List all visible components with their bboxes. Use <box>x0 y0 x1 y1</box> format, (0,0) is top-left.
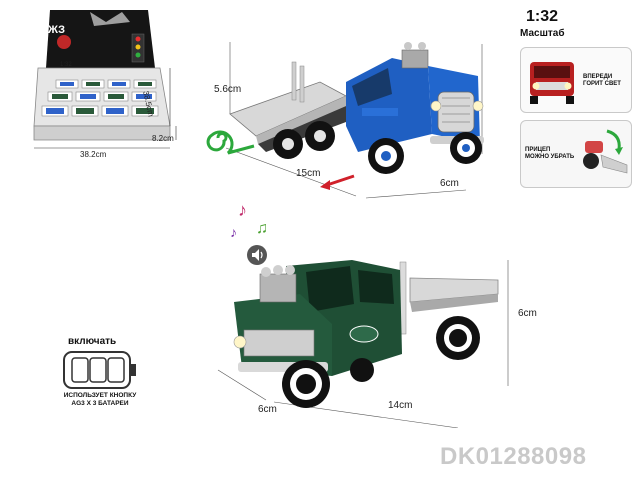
battery-icon <box>63 351 136 389</box>
green-truck-length: 14cm <box>388 400 413 411</box>
display-box-side-label: 1:32 <box>60 62 72 68</box>
battery-title: включать <box>68 336 117 347</box>
battery-text-line2: AG3 X 3 БАТАРЕИ <box>71 400 129 407</box>
red-truck-front-image <box>530 62 574 104</box>
battery-text-line1: ИСПОЛЬЗУЕТ КНОПКУ <box>63 392 137 399</box>
callout-lights-line2: ГОРИТ СВЕТ <box>583 81 621 87</box>
callout-lights-line1: ВПЕРЕДИ <box>583 74 613 80</box>
green-truck-width: 6cm <box>258 404 277 415</box>
callout-trailer-line1: ПРИЦЕП <box>525 147 551 153</box>
display-box-brand: ЖЗ <box>48 24 65 36</box>
blue-truck-width: 6cm <box>440 178 459 189</box>
green-arrow-icon <box>615 147 623 155</box>
blue-truck-height: 5.6cm <box>214 84 242 95</box>
display-box-illustration <box>33 10 177 149</box>
green-truck-height: 6cm <box>518 308 537 319</box>
display-box-width: 38.2cm <box>80 150 107 159</box>
green-truck-image <box>217 260 509 428</box>
music-note-icon: ♪ <box>238 200 247 220</box>
scale-label: Масштаб <box>520 28 565 39</box>
trailer-detail-image <box>583 129 628 174</box>
display-box-height: 8.2cm <box>152 134 174 143</box>
product-code: DK01288098 <box>440 443 587 470</box>
blue-truck-image <box>225 42 484 199</box>
speaker-icon <box>247 245 267 265</box>
music-note-icon-2: ♪ <box>230 224 237 240</box>
scale-ratio: 1:32 <box>526 8 559 25</box>
spiral-icon <box>206 130 255 155</box>
blue-truck-length: 15cm <box>296 168 321 179</box>
callout-lights: ВПЕРЕДИ ГОРИТ СВЕТ <box>520 47 632 113</box>
callout-trailer: ПРИЦЕП МОЖНО УБРАТЬ <box>520 120 632 188</box>
callout-trailer-line2: МОЖНО УБРАТЬ <box>525 154 575 160</box>
music-note-icon-3: ♫ <box>256 220 268 237</box>
